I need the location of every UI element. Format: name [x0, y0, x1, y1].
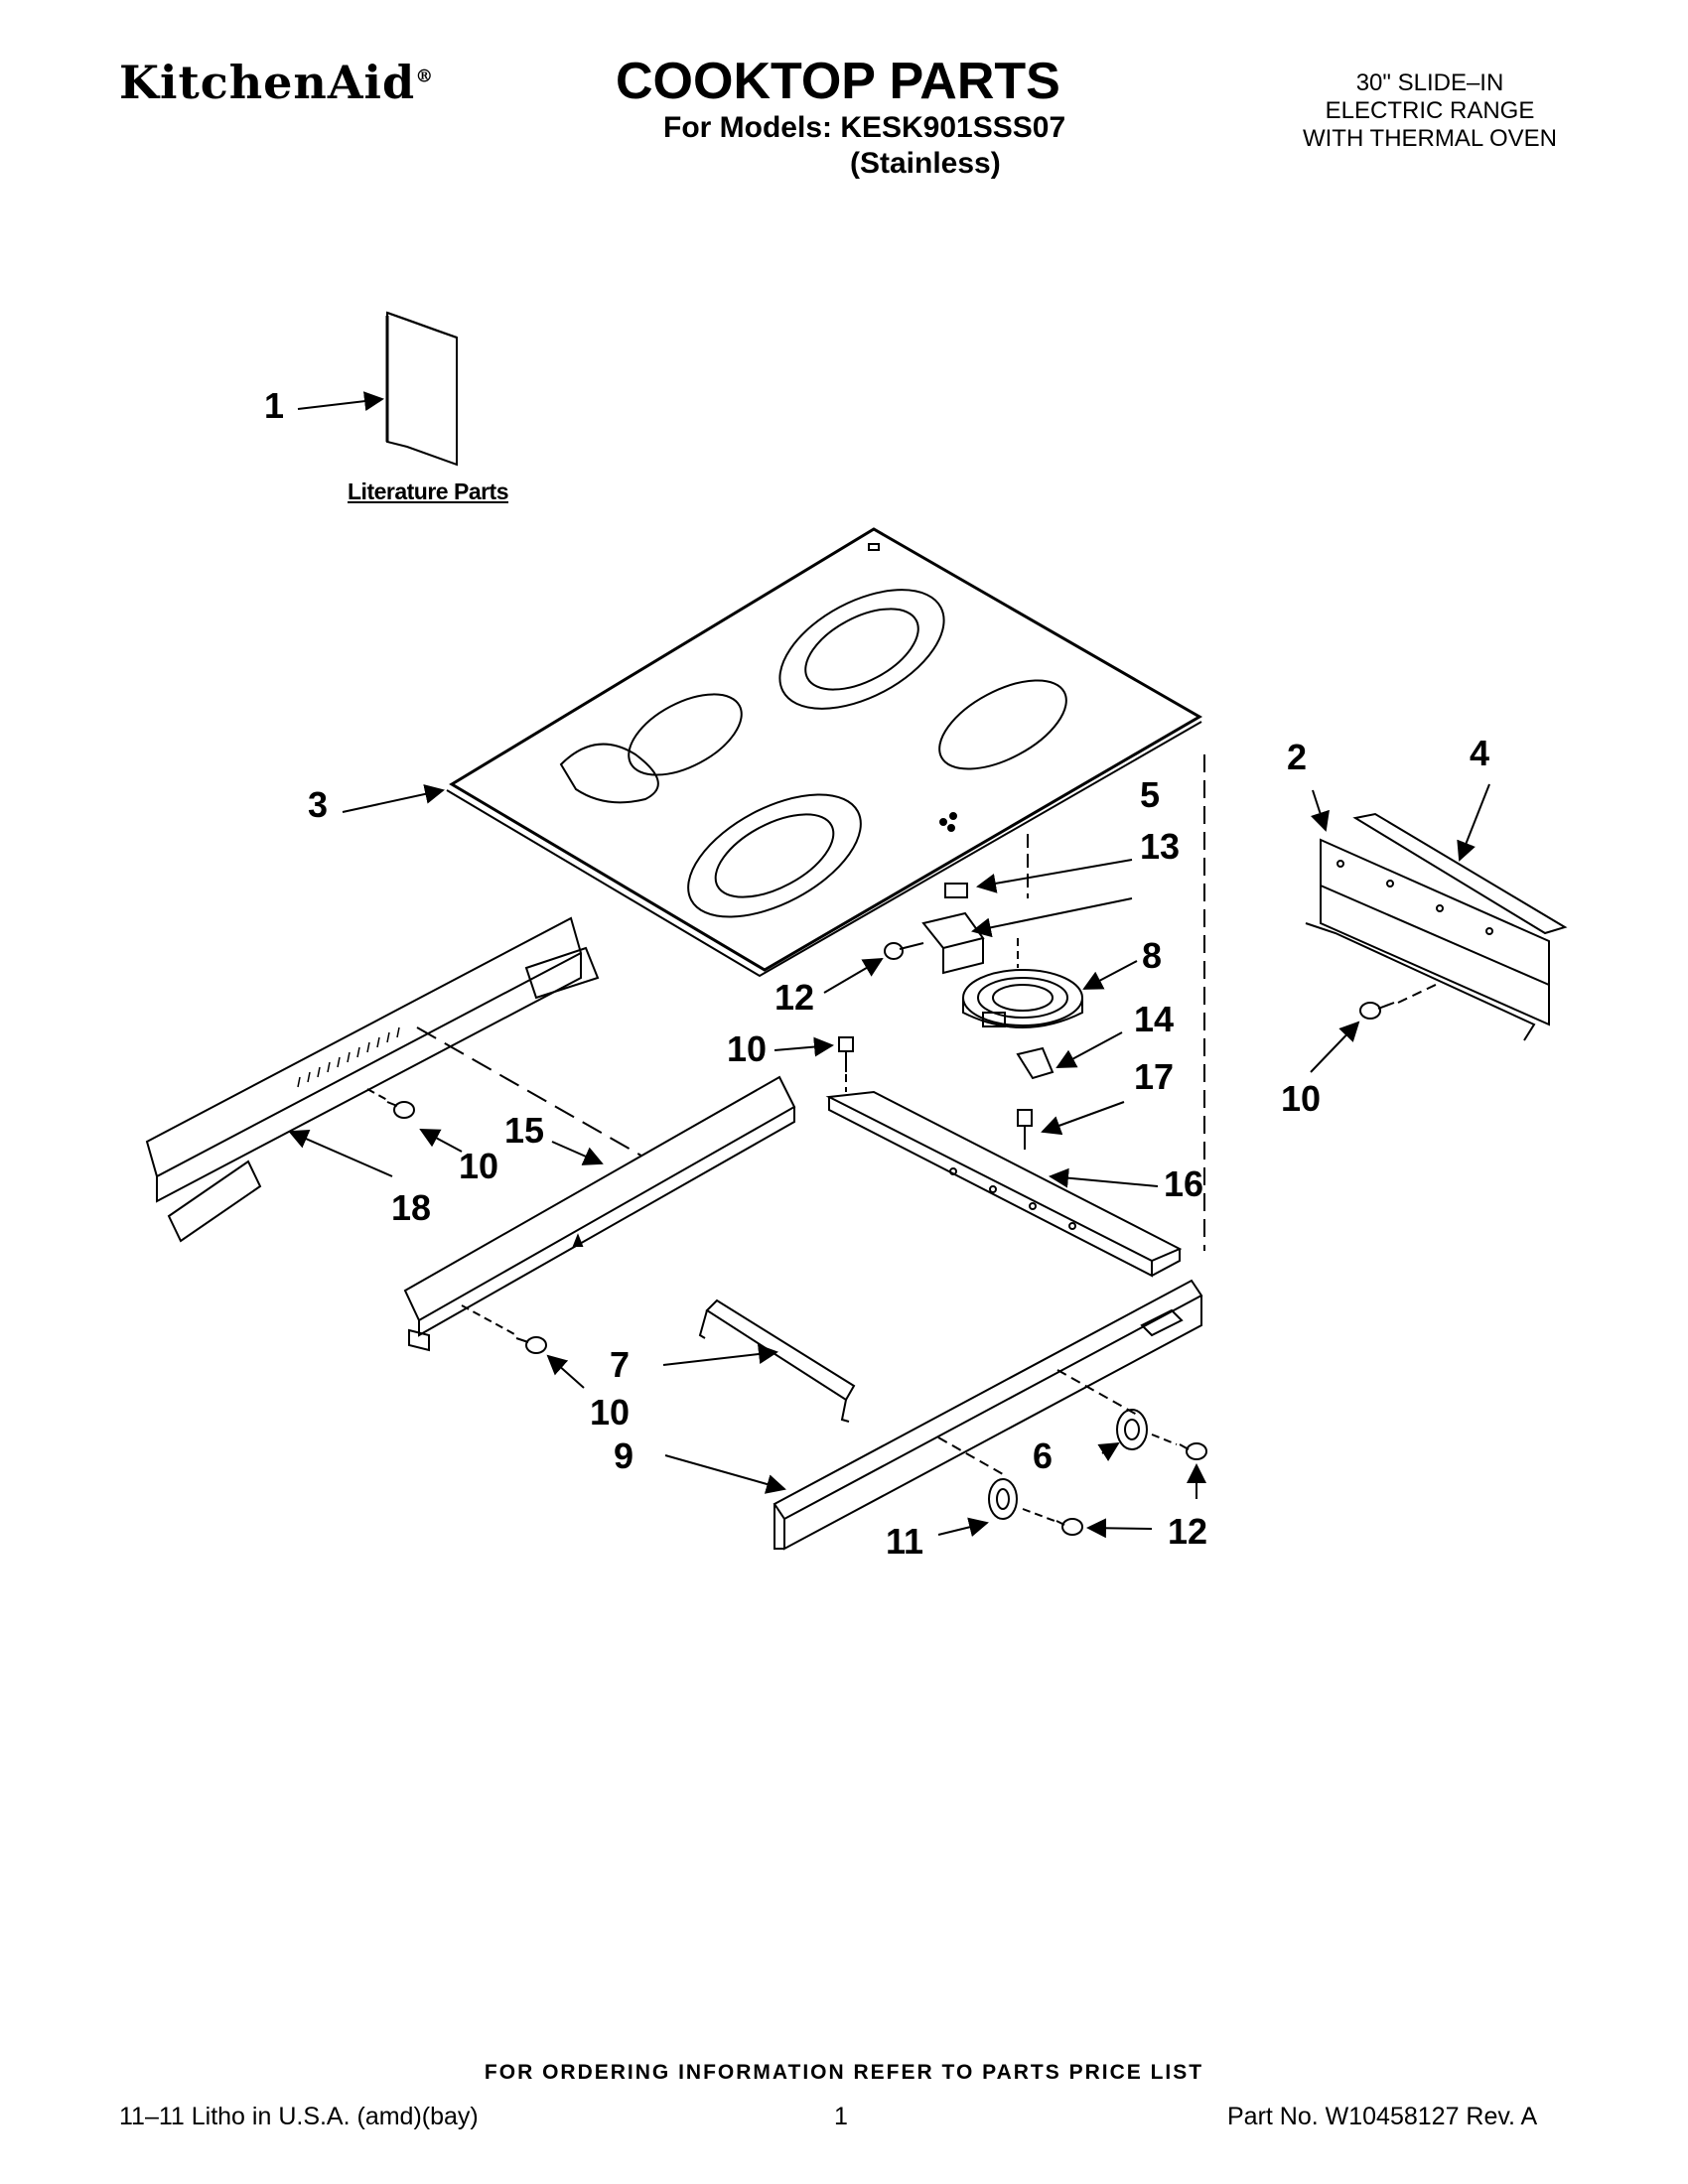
- screw-10-left: [386, 1101, 415, 1119]
- print-info: 11–11 Litho in U.S.A. (amd)(bay): [119, 2103, 479, 2130]
- callout-10-front: 10: [590, 1392, 631, 1433]
- callout-1: 1: [264, 385, 285, 426]
- callout-leader-17: [1041, 1101, 1125, 1136]
- callout-2: 2: [1287, 737, 1308, 777]
- callout-3: 3: [308, 784, 329, 825]
- callout-leader-10a: [774, 1036, 834, 1057]
- callout-4: 4: [1470, 733, 1490, 773]
- part-number: Part No. W10458127 Rev. A: [1227, 2103, 1538, 2130]
- callout-leader-16: [1049, 1167, 1159, 1188]
- ordering-note: FOR ORDERING INFORMATION REFER TO PARTS …: [484, 2061, 1204, 2084]
- screw-12-top: [884, 942, 924, 960]
- description-line-2: ELECTRIC RANGE: [1325, 97, 1535, 124]
- callout-leader-10c: [1310, 1021, 1360, 1073]
- callout-16: 16: [1164, 1163, 1204, 1204]
- mount-bracket-11: [988, 1478, 1018, 1520]
- callout-leader-12a: [823, 957, 884, 994]
- rear-bracket: [1305, 838, 1550, 1041]
- control-channel: [825, 1090, 1183, 1278]
- left-side-rail: [145, 916, 600, 1243]
- callout-6: 6: [1033, 1435, 1054, 1476]
- callout-18: 18: [391, 1187, 432, 1228]
- description-line-3: WITH THERMAL OVEN: [1302, 125, 1558, 152]
- screw-17: [1017, 1109, 1033, 1150]
- cooktop-glass: [446, 527, 1202, 978]
- callout-11: 11: [886, 1521, 924, 1562]
- model-variant: (Stainless): [850, 147, 1001, 180]
- callout-leader-12b: [1086, 1518, 1153, 1539]
- callout-leader-4: [1457, 783, 1490, 862]
- radiant-element: [962, 969, 1083, 1028]
- callout-9: 9: [614, 1435, 634, 1476]
- screw-10-center: [838, 1036, 854, 1072]
- callout-leader-5: [976, 859, 1133, 893]
- trim-strip: [1352, 812, 1568, 935]
- screw-12-right: [1179, 1442, 1207, 1460]
- bottom-front-rail: [773, 1279, 1203, 1551]
- callout-leader-3: [342, 784, 445, 813]
- callout-leader-18: [288, 1130, 393, 1177]
- callout-leader-6: [1097, 1441, 1120, 1462]
- terminal-block-bracket: [921, 911, 985, 975]
- callout-10-center: 10: [727, 1028, 768, 1069]
- mount-bracket-6: [1116, 1409, 1148, 1450]
- brand-logo: KitchenAid®: [119, 56, 435, 109]
- callout-17: 17: [1134, 1056, 1175, 1097]
- callout-leader-7: [662, 1344, 778, 1366]
- screw-10-front: [515, 1336, 547, 1354]
- literature-parts-label: Literature Parts: [348, 478, 509, 504]
- screw-right: [1359, 1002, 1395, 1020]
- callout-7: 7: [610, 1344, 631, 1385]
- literature-booklet: [385, 311, 458, 467]
- callout-leader-13: [971, 897, 1133, 938]
- callout-leader-14: [1055, 1031, 1123, 1068]
- callout-5: 5: [1140, 774, 1161, 815]
- support-bracket: [698, 1298, 856, 1423]
- callout-15: 15: [504, 1110, 545, 1151]
- callout-leader-9: [664, 1454, 786, 1494]
- front-channel: [403, 1075, 796, 1352]
- callout-10-left: 10: [459, 1146, 499, 1186]
- callout-leader-8: [1082, 960, 1138, 990]
- callout-leader-10d: [546, 1354, 585, 1389]
- switch-connector: [944, 883, 968, 898]
- description-line-1: 30" SLIDE–IN: [1355, 69, 1504, 96]
- callout-14: 14: [1134, 999, 1175, 1039]
- callout-leader-10b: [419, 1129, 463, 1153]
- page-number: 1: [834, 2103, 848, 2130]
- screw-12-bottom: [1055, 1518, 1083, 1536]
- product-description: 30" SLIDE–IN ELECTRIC RANGE WITH THERMAL…: [1271, 69, 1589, 153]
- element-clip: [1016, 1046, 1055, 1080]
- callout-13: 13: [1140, 826, 1181, 867]
- callout-12-top: 12: [774, 977, 815, 1018]
- callout-leader-11: [937, 1517, 989, 1537]
- callout-8: 8: [1142, 935, 1163, 976]
- callout-leader-1: [297, 391, 384, 412]
- callout-leader-2: [1310, 789, 1330, 832]
- callout-leader-15: [551, 1141, 604, 1165]
- callout-10-right: 10: [1281, 1078, 1322, 1119]
- callout-12-bottom: 12: [1168, 1511, 1208, 1552]
- models-line: For Models: KESK901SSS07: [663, 111, 1066, 144]
- page-title: COOKTOP PARTS: [616, 53, 1060, 110]
